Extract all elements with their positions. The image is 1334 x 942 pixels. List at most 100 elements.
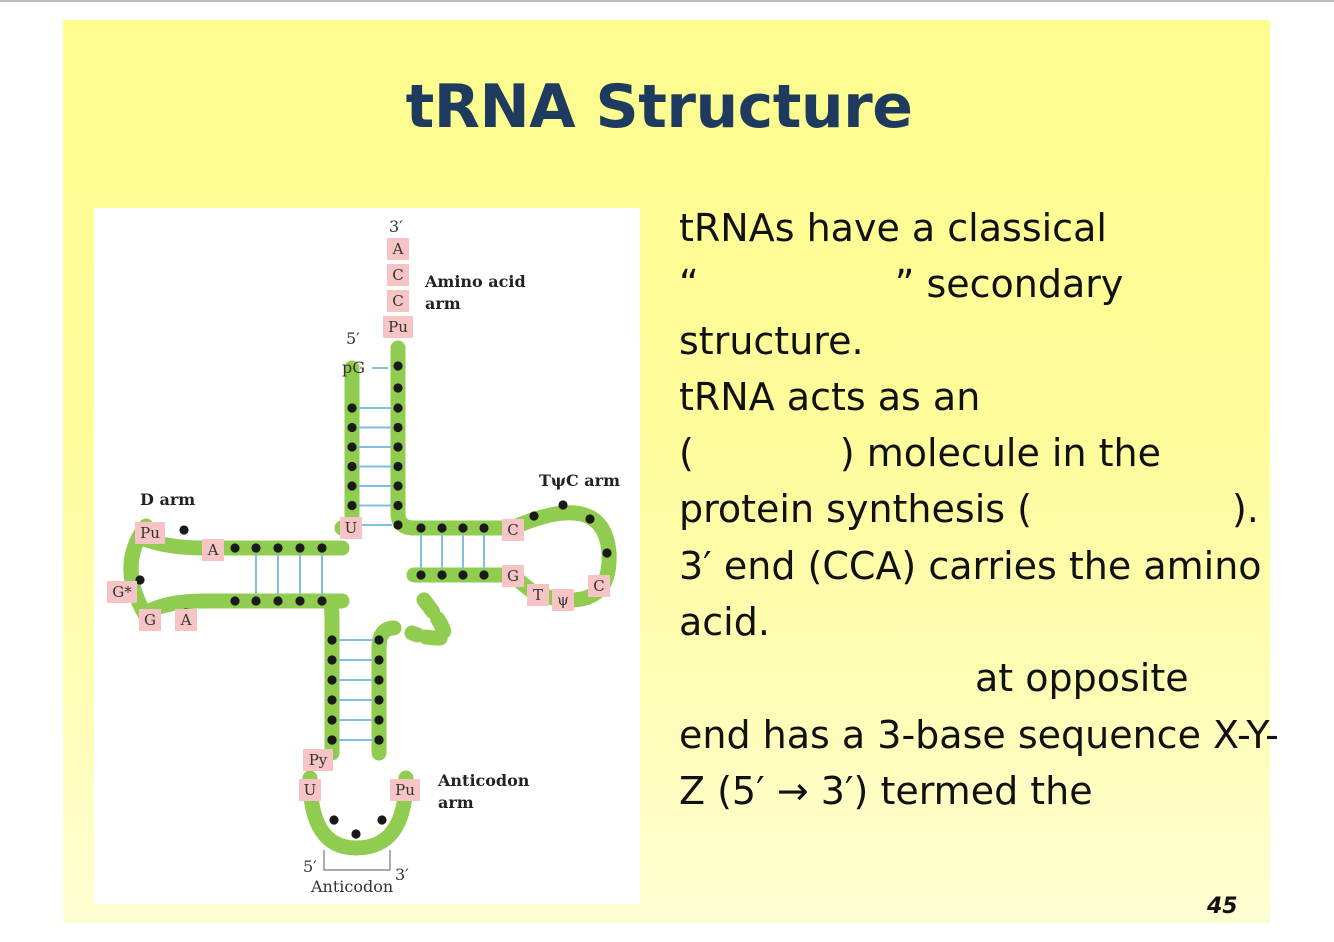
base-c-t-loop-text: C xyxy=(593,577,604,595)
top-rule xyxy=(0,0,1334,2)
base-u-junction: U xyxy=(340,517,362,539)
nucleotide-dot xyxy=(437,523,447,533)
text-line-6-start: protein synthesis ( xyxy=(679,487,1032,532)
text-line-2-start: “ xyxy=(679,262,699,307)
base-a-d-loop-text: A xyxy=(207,541,219,559)
text-line-2-end: ” secondary xyxy=(894,262,1124,307)
nucleotide-dot xyxy=(393,403,403,413)
nucleotide-dot xyxy=(374,715,384,725)
base-u-junction-text: U xyxy=(345,519,358,537)
base-g-t-arm: G xyxy=(502,565,524,587)
acceptor-stem-right-strand xyxy=(390,340,520,536)
base-a-d-loop-2-text: A xyxy=(180,611,192,629)
base-g-star-text: G* xyxy=(112,583,132,601)
nucleotide-dot xyxy=(135,575,145,585)
nucleotide-dot xyxy=(393,481,403,491)
base-a-d-loop: A xyxy=(202,539,224,561)
nucleotide-dot xyxy=(317,543,327,553)
d-arm-label: D arm xyxy=(140,490,195,509)
nucleotide-dot xyxy=(374,695,384,705)
nucleotide-dots xyxy=(135,361,612,839)
nucleotide-dot xyxy=(393,422,403,433)
text-line-3: structure. xyxy=(679,318,864,363)
text-line-5: () molecule in the xyxy=(679,425,1279,481)
nucleotide-dot xyxy=(251,543,261,553)
text-line-4: tRNA acts as an xyxy=(679,374,981,419)
base-g-d-loop-text: G xyxy=(144,611,156,629)
nucleotide-dot xyxy=(347,442,357,452)
text-line-5-end: ) molecule in the xyxy=(839,431,1162,476)
base-pu-anticodon: Pu xyxy=(390,779,420,801)
three-prime-top-label: 3′ xyxy=(389,217,403,236)
redaction-gap xyxy=(699,266,895,308)
base-pu-d-loop: Pu xyxy=(135,522,165,544)
text-line-6: protein synthesis (). xyxy=(679,481,1279,537)
nucleotide-dot xyxy=(374,735,384,745)
base-g-d-loop: G xyxy=(139,609,161,631)
base-pu-d-loop-text: Pu xyxy=(140,524,160,542)
anticodon-three-prime-label: 3′ xyxy=(395,865,409,884)
base-t: T xyxy=(527,584,549,606)
base-pu-acceptor-text: Pu xyxy=(388,318,408,336)
anticodon-arm-label-2: arm xyxy=(438,793,474,812)
nucleotide-dot xyxy=(529,511,539,521)
pg-label: pG xyxy=(342,358,365,377)
text-line-10: end has a 3-base sequence X-Y- xyxy=(679,712,1279,757)
nucleotide-dot xyxy=(317,596,327,606)
nucleotide-dot xyxy=(393,500,403,511)
amino-acid-arm-label-2: arm xyxy=(425,294,461,313)
nucleotide-dot xyxy=(329,815,339,825)
base-py: Py xyxy=(303,749,333,771)
nucleotide-dot xyxy=(347,403,357,413)
base-pu-acceptor: Pu xyxy=(383,316,413,338)
nucleotide-dot xyxy=(347,500,357,511)
nucleotide-dot xyxy=(295,596,305,606)
anticodon-five-prime-label: 5′ xyxy=(303,857,317,876)
nucleotide-dot xyxy=(273,543,283,553)
nucleotide-dot xyxy=(602,548,612,558)
base-py-text: Py xyxy=(309,751,328,769)
nucleotide-dot xyxy=(458,523,468,533)
nucleotide-dot xyxy=(327,735,337,745)
nucleotide-dot xyxy=(179,525,189,535)
text-line-9: at opposite xyxy=(679,650,1279,706)
nucleotide-dot xyxy=(327,635,337,645)
text-line-2: “ ” secondary xyxy=(679,256,1279,312)
nucleotide-dot xyxy=(351,829,361,839)
nucleotide-dot xyxy=(374,635,384,645)
nucleotide-dot xyxy=(347,481,357,491)
base-c-t-arm-text: C xyxy=(507,521,518,539)
nucleotide-dot xyxy=(393,383,403,393)
base-a: A xyxy=(387,238,409,260)
d-arm-top-strand xyxy=(134,530,350,556)
redaction-gap xyxy=(1032,491,1232,533)
nucleotide-dot xyxy=(393,361,403,371)
base-c-2-text: C xyxy=(392,292,403,310)
nucleotide-dot xyxy=(585,514,595,524)
nucleotide-dot xyxy=(393,461,403,472)
base-c-1: C xyxy=(387,264,409,286)
nucleotide-dot xyxy=(393,520,403,530)
nucleotide-dot xyxy=(416,570,426,580)
slide-title: tRNA Structure xyxy=(405,72,913,142)
nucleotide-dot xyxy=(347,461,357,472)
base-psi-text: ψ xyxy=(557,591,569,609)
five-prime-label: 5′ xyxy=(346,329,360,348)
nucleotide-dot xyxy=(458,570,468,580)
nucleotide-dot xyxy=(374,675,384,685)
anticodon-stem-right-strand xyxy=(371,620,402,761)
nucleotide-dot xyxy=(327,695,337,705)
base-c-2: C xyxy=(387,290,409,312)
anticodon-stem-left-strand xyxy=(320,593,340,761)
nucleotide-dot xyxy=(230,596,240,606)
redaction-gap xyxy=(694,435,840,477)
nucleotide-dot xyxy=(416,523,426,533)
nucleotide-dot xyxy=(273,596,283,606)
text-line-9-end: at opposite xyxy=(975,656,1189,701)
page-number: 45 xyxy=(1207,894,1238,919)
tpsic-arm-label: TψC arm xyxy=(539,471,620,490)
nucleotide-dot xyxy=(374,655,384,665)
nucleotide-dot xyxy=(479,570,489,580)
text-line-6-end: ). xyxy=(1231,487,1259,532)
